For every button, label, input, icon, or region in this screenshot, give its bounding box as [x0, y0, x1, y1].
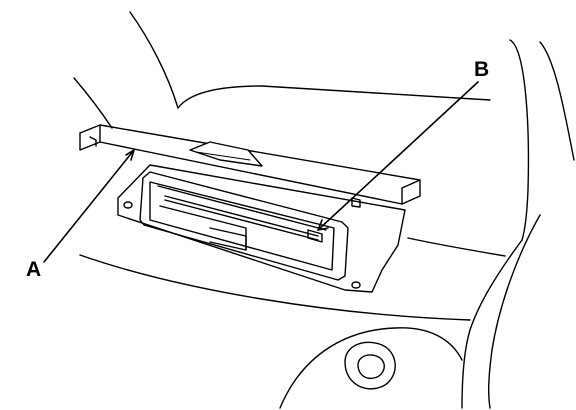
arrowhead-a — [125, 149, 135, 161]
lid-handle — [189, 141, 263, 167]
left-panel-edge — [73, 77, 113, 129]
knob-inner — [357, 354, 385, 380]
disc-slot — [164, 195, 319, 237]
eject-button — [307, 229, 323, 243]
faceplate-top — [157, 185, 327, 231]
leader-a — [43, 149, 135, 263]
housing-outline — [117, 164, 406, 293]
seat-edge-top — [177, 85, 491, 109]
callout-label-b: B — [474, 58, 490, 81]
faceplate-panel — [209, 227, 247, 251]
right-panel-edge — [461, 239, 523, 409]
bezel-inner — [149, 181, 335, 271]
headrest-contour-right — [539, 41, 575, 161]
cover-lid — [79, 124, 421, 208]
bezel-outer — [139, 171, 349, 281]
unit-housing — [117, 164, 406, 293]
lower-curve — [279, 327, 463, 409]
floor-line-2 — [407, 237, 506, 257]
disc-unit — [139, 171, 349, 281]
lid-right-side — [401, 179, 421, 189]
lid-bracket-left — [89, 136, 97, 147]
callout-leaders — [43, 81, 479, 263]
right-panel-edge-2 — [487, 214, 541, 409]
lid-bracket-right — [351, 197, 361, 208]
housing-corner-screw-br — [351, 281, 361, 289]
seat-edge-left — [129, 11, 179, 109]
knob-outer — [344, 341, 396, 390]
headrest-contour — [509, 39, 530, 241]
lid-handle-shadow — [195, 151, 251, 161]
arrowhead-b — [317, 219, 329, 231]
seat-back-lines — [73, 11, 575, 409]
disc-slot-lower — [164, 199, 319, 241]
housing-corner-screw-bl — [123, 201, 133, 209]
lid-front-edge — [79, 132, 101, 151]
leader-b — [317, 81, 479, 231]
lid-front-lip — [99, 141, 403, 205]
floor-line-1 — [79, 254, 471, 321]
callout-label-a: A — [26, 258, 42, 281]
